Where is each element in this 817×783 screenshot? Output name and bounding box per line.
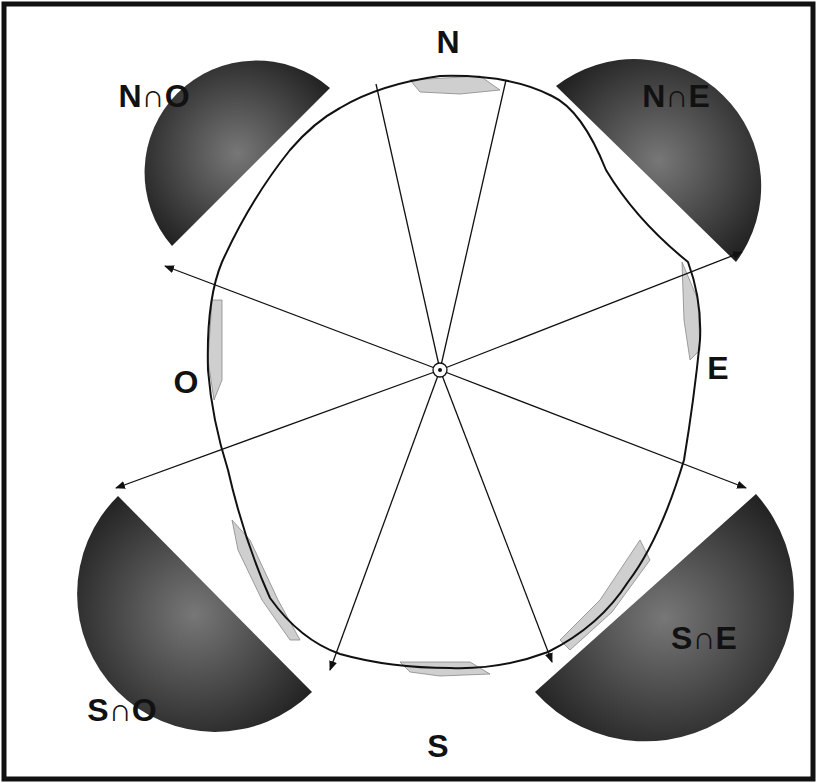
- wedge: [77, 496, 312, 732]
- wedge: [556, 59, 761, 262]
- direction-label: N∩E: [642, 80, 710, 112]
- center-mark: [433, 363, 447, 377]
- frame: [4, 4, 813, 779]
- direction-label: O: [174, 366, 199, 398]
- direction-label: N: [436, 26, 459, 58]
- wedge: [535, 494, 794, 741]
- direction-label: E: [707, 352, 728, 384]
- outline: [208, 76, 700, 668]
- direction-label: S∩E: [671, 622, 737, 654]
- direction-label: N∩O: [118, 80, 189, 112]
- radial-lines: [116, 80, 746, 670]
- center-mark: [438, 368, 442, 372]
- direction-label: S∩O: [87, 694, 156, 726]
- direction-label: S: [427, 730, 448, 762]
